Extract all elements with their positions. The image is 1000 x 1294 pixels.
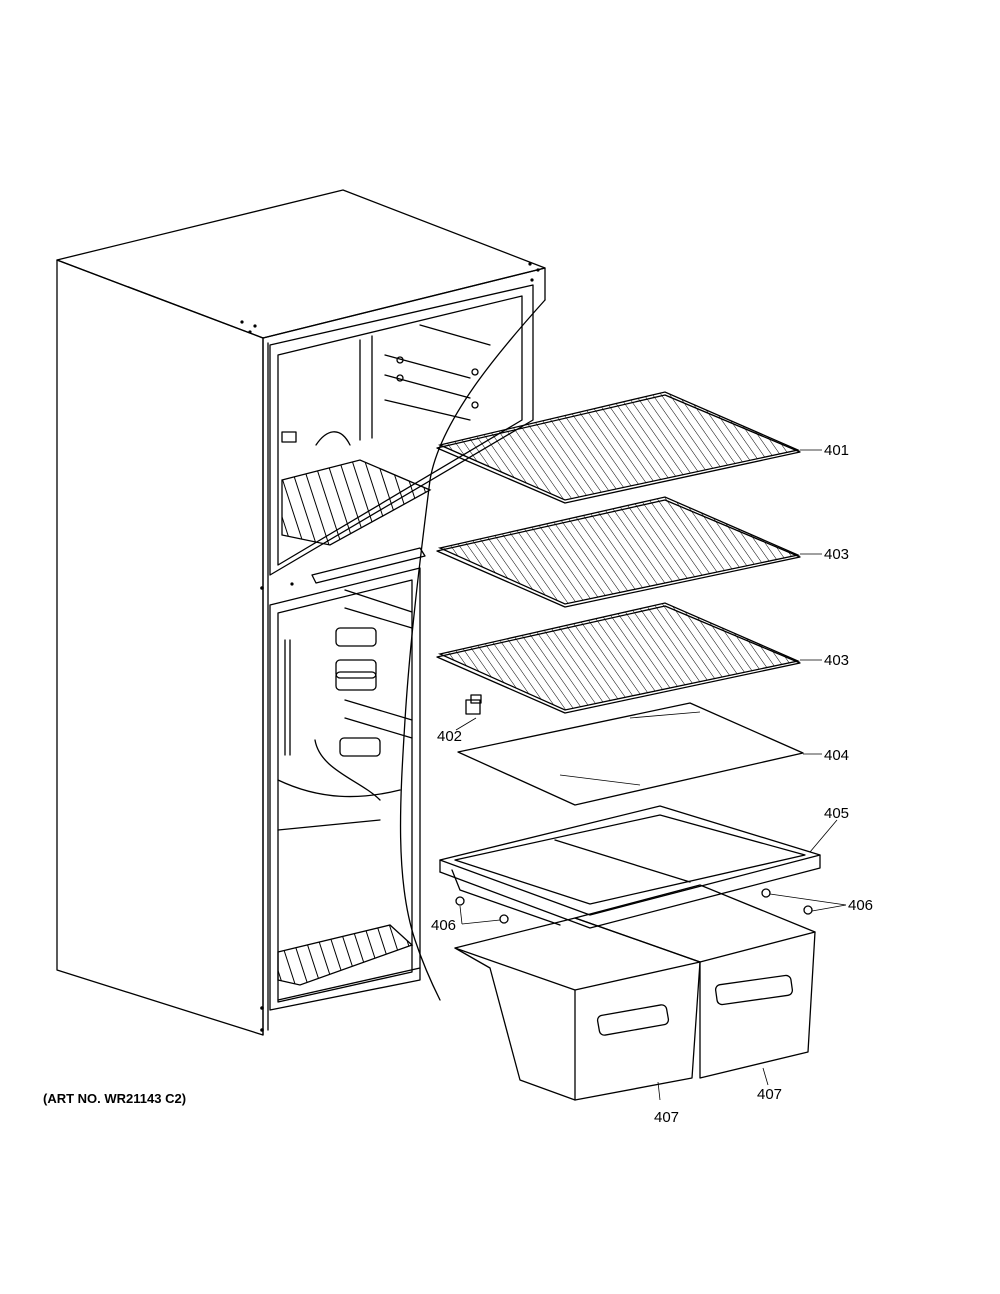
crisper-drawer-407-left bbox=[454, 917, 701, 1101]
freezer-compartment bbox=[269, 284, 534, 584]
art-number: (ART NO. WR21143 C2) bbox=[43, 1091, 186, 1106]
wire-shelf-403-upper bbox=[436, 496, 801, 608]
leader-lines bbox=[455, 449, 847, 1101]
callout-407: 407 bbox=[654, 1109, 679, 1126]
fresh-food-compartment bbox=[269, 567, 421, 1011]
wire-shelf-401 bbox=[436, 391, 801, 504]
crisper-drawer-407-right bbox=[574, 884, 816, 1079]
callout-403: 403 bbox=[824, 652, 849, 669]
callout-labels: 401 403 403 402 404 405 406 406 407 407 bbox=[431, 442, 873, 1126]
crisper-cover-frame-405 bbox=[439, 805, 821, 929]
callout-401: 401 bbox=[824, 442, 849, 459]
callout-406: 406 bbox=[431, 917, 456, 934]
shelf-clip-402 bbox=[465, 694, 482, 715]
callout-405: 405 bbox=[824, 805, 849, 822]
glass-cover-404 bbox=[457, 702, 804, 806]
callout-404: 404 bbox=[824, 747, 849, 764]
callout-402: 402 bbox=[437, 728, 462, 745]
wire-shelf-403-lower bbox=[436, 602, 801, 714]
rollers-406 bbox=[455, 888, 813, 924]
refrigerator-cabinet bbox=[56, 189, 546, 1036]
callout-406: 406 bbox=[848, 897, 873, 914]
cutaway-edge bbox=[399, 299, 546, 1001]
callout-403: 403 bbox=[824, 546, 849, 563]
callout-407: 407 bbox=[757, 1086, 782, 1103]
